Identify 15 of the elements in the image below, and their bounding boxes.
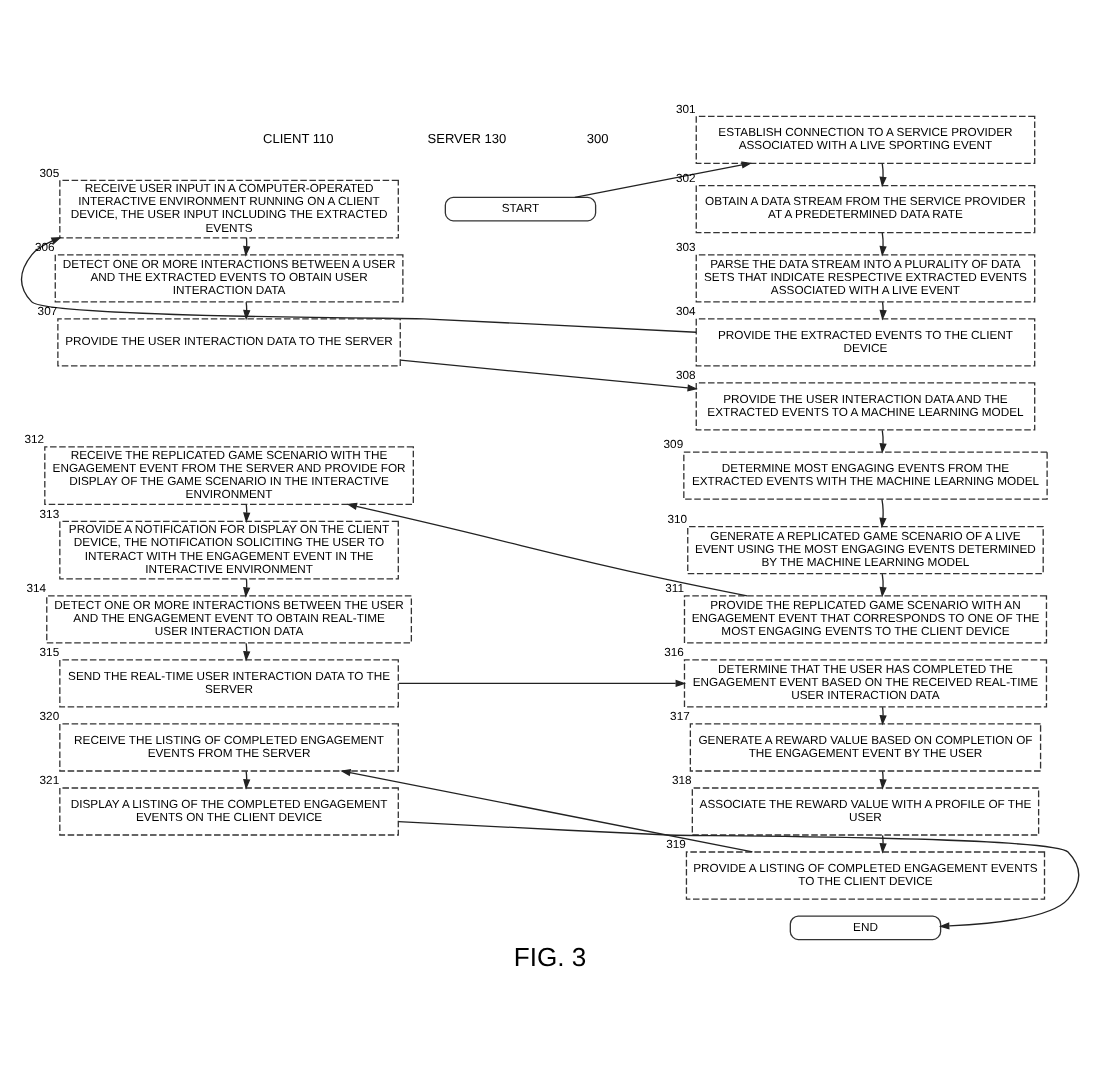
arrow [398,679,687,688]
arrow [879,498,887,529]
arrow [879,163,887,188]
arrow [340,769,754,853]
arrow [399,359,698,392]
arrow [879,834,887,854]
arrow [879,770,887,790]
arrow [397,821,1080,930]
arrow [879,232,887,257]
caption: FIG. 3 [513,941,587,972]
arrow [879,706,887,726]
arrow [879,573,887,598]
arrow [879,301,887,321]
arrow [879,429,887,454]
arrow [574,161,753,198]
